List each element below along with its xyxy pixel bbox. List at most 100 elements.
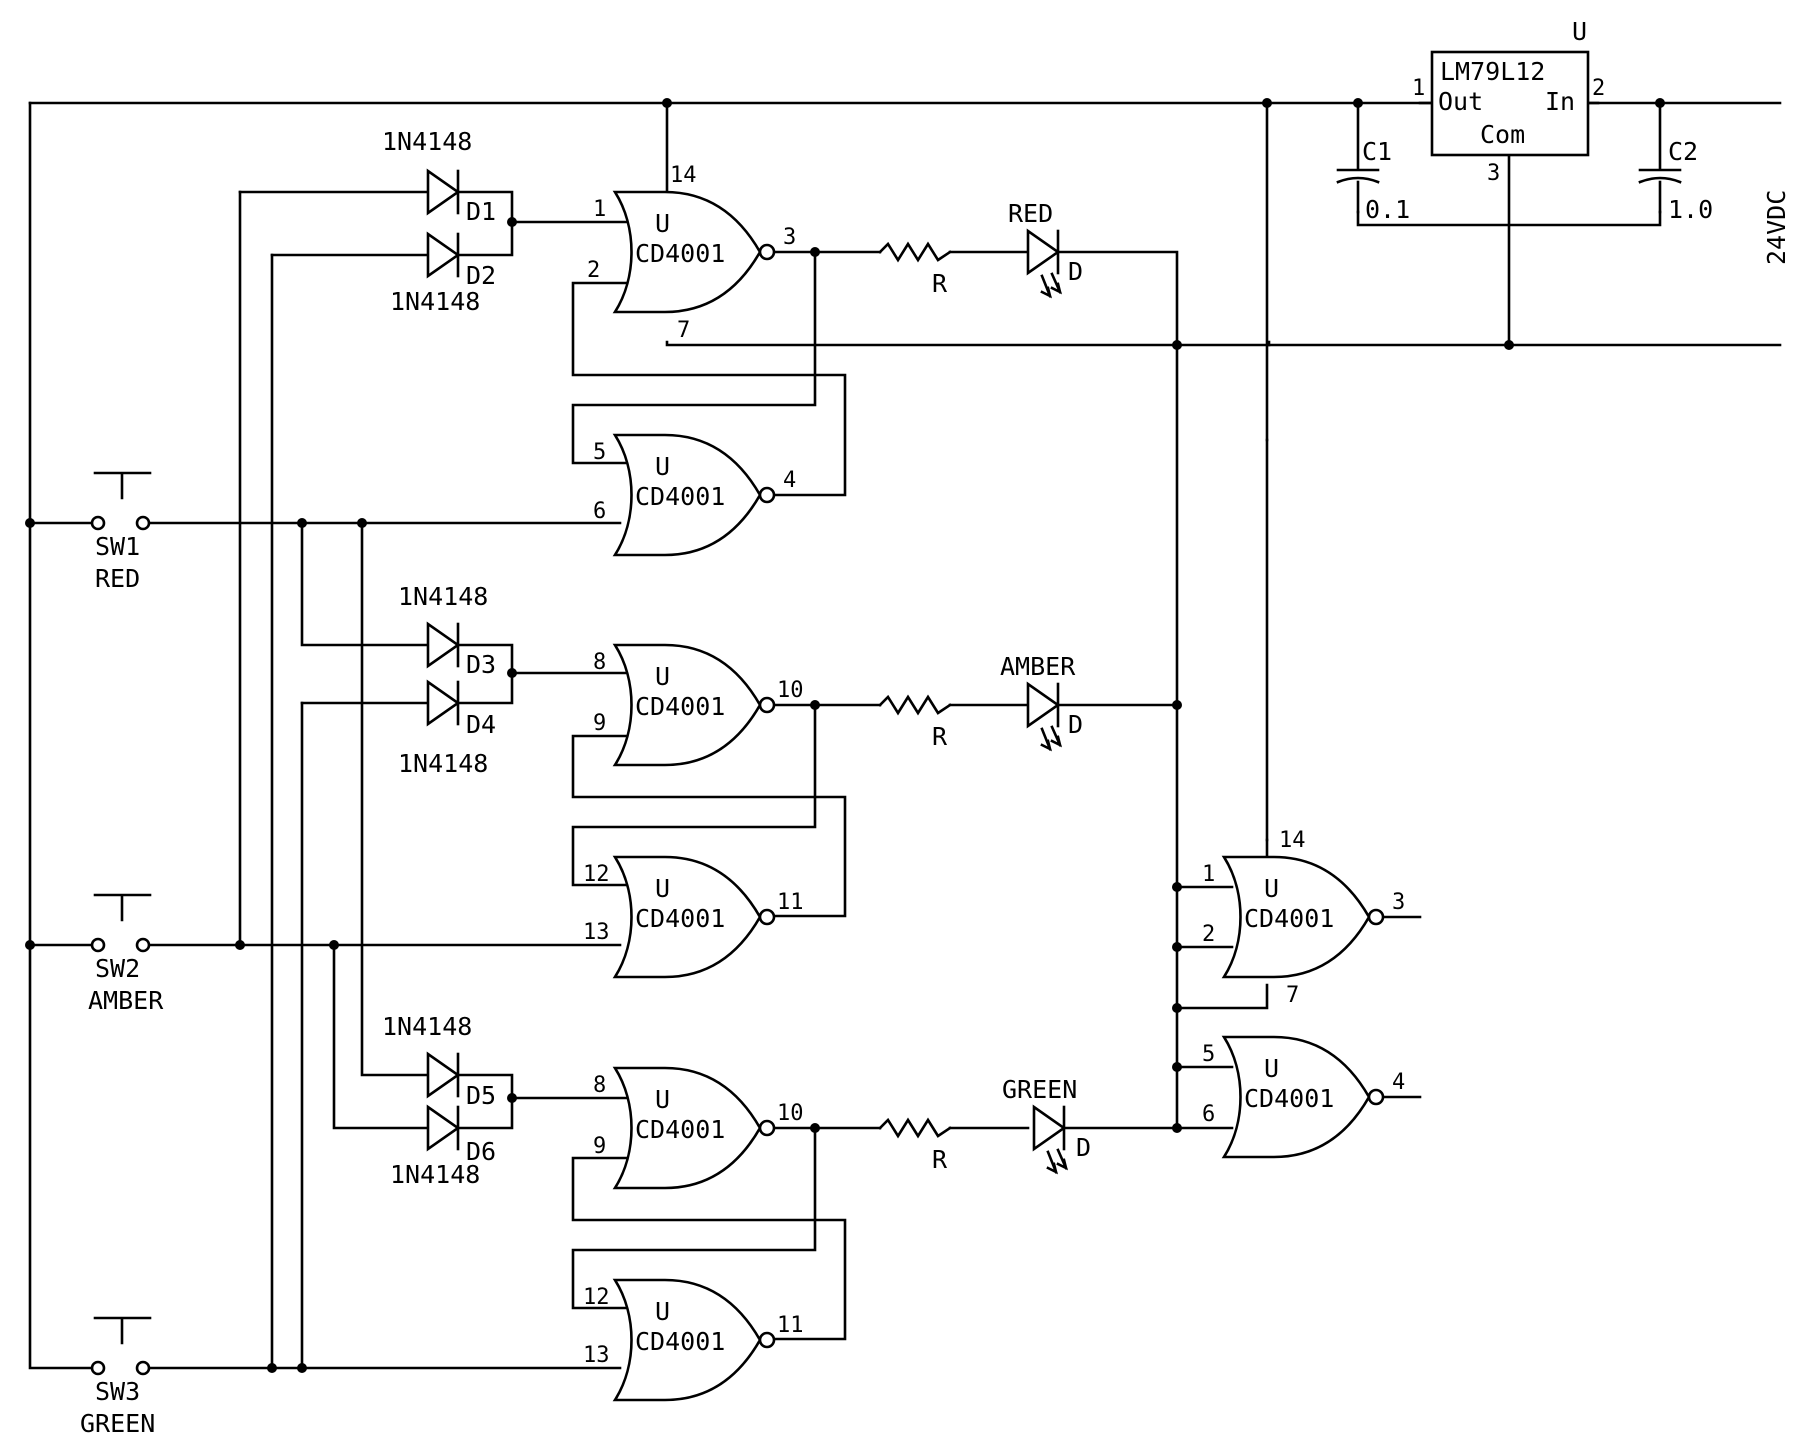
gate-part: CD4001 bbox=[635, 1115, 725, 1144]
led-red: RED D bbox=[1008, 199, 1083, 299]
junction-dot bbox=[810, 247, 820, 257]
pin-number: 3 bbox=[1487, 161, 1500, 186]
gate-part: CD4001 bbox=[635, 1327, 725, 1356]
diode-ref: D2 bbox=[466, 261, 496, 290]
nor-gate-2: U CD4001 5 6 4 bbox=[593, 433, 796, 557]
nor-gate-1: U CD4001 1 2 3 14 7 bbox=[587, 163, 796, 343]
pin-number: 7 bbox=[1286, 983, 1299, 1008]
led-green: GREEN D bbox=[1002, 1075, 1091, 1175]
pin-number: 11 bbox=[777, 890, 804, 915]
gate-part: CD4001 bbox=[635, 692, 725, 721]
pin-number: 1 bbox=[1202, 862, 1215, 887]
capacitor-value: 1.0 bbox=[1668, 195, 1713, 224]
diode-d6 bbox=[426, 1105, 460, 1151]
junction-dot bbox=[507, 1093, 517, 1103]
switch-ref: SW1 bbox=[95, 532, 140, 561]
nor-gate-8: U CD4001 5 6 4 bbox=[1202, 1035, 1405, 1159]
gate-part: CD4001 bbox=[635, 904, 725, 933]
junction-dot bbox=[507, 668, 517, 678]
regulator-part: LM79L12 bbox=[1440, 57, 1545, 86]
junction-dot bbox=[1172, 882, 1182, 892]
junction-dot bbox=[235, 940, 245, 950]
resistor-ref: R bbox=[932, 722, 948, 751]
pin-number: 5 bbox=[1202, 1042, 1215, 1067]
pin-number: 7 bbox=[677, 318, 690, 343]
resistor-ref: R bbox=[932, 1145, 948, 1174]
gate-ref: U bbox=[655, 1085, 670, 1114]
gate-ref: U bbox=[655, 662, 670, 691]
switch-label: RED bbox=[95, 564, 140, 593]
diode-d2 bbox=[426, 232, 460, 278]
junction-dot bbox=[267, 1363, 277, 1373]
gate-ref: U bbox=[1264, 874, 1279, 903]
diode-d3 bbox=[426, 622, 460, 668]
led-ref: D bbox=[1068, 257, 1083, 286]
pin-number: 6 bbox=[1202, 1102, 1215, 1127]
junction-dot bbox=[1655, 98, 1665, 108]
junction-dot bbox=[1504, 340, 1514, 350]
diode-part-label: 1N4148 bbox=[382, 127, 472, 156]
led-label: RED bbox=[1008, 199, 1053, 228]
switch-ref: SW2 bbox=[95, 954, 140, 983]
gate-part: CD4001 bbox=[635, 482, 725, 511]
junction-dots bbox=[25, 98, 1665, 1373]
pin-number: 12 bbox=[583, 1285, 610, 1310]
junction-dot bbox=[329, 940, 339, 950]
junction-dot bbox=[25, 940, 35, 950]
switch-ref: SW3 bbox=[95, 1377, 140, 1406]
junction-dot bbox=[1172, 942, 1182, 952]
capacitor-c2: C2 1.0 bbox=[1638, 137, 1713, 224]
resistor-1: R bbox=[878, 241, 952, 298]
gate-part: CD4001 bbox=[1244, 904, 1334, 933]
diode-part-label: 1N4148 bbox=[390, 1160, 480, 1189]
pin-number: 2 bbox=[587, 258, 600, 283]
junction-dot bbox=[507, 217, 517, 227]
junction-dot bbox=[1172, 700, 1182, 710]
pin-number: 1 bbox=[593, 197, 606, 222]
junction-dot bbox=[1353, 98, 1363, 108]
diode-ref: D3 bbox=[466, 650, 496, 679]
led-ref: D bbox=[1076, 1133, 1091, 1162]
diode-part-label: 1N4148 bbox=[398, 582, 488, 611]
pin-number: 5 bbox=[593, 440, 606, 465]
regulator-ref: U bbox=[1572, 17, 1587, 46]
pin-number: 9 bbox=[593, 711, 606, 736]
diode-d4 bbox=[426, 680, 460, 726]
pin-number: 2 bbox=[1202, 922, 1215, 947]
resistor-2: R bbox=[878, 694, 952, 751]
gate-ref: U bbox=[1264, 1054, 1279, 1083]
capacitor-c1: C1 0.1 bbox=[1336, 137, 1410, 224]
capacitor-value: 0.1 bbox=[1365, 195, 1410, 224]
pin-number: 11 bbox=[777, 1313, 804, 1338]
junction-dot bbox=[1172, 340, 1182, 350]
junction-dot bbox=[1172, 1062, 1182, 1072]
nor-gate-3: U CD4001 8 9 10 bbox=[593, 643, 804, 767]
diode-ref: D6 bbox=[466, 1137, 496, 1166]
pin-number: 8 bbox=[593, 1073, 606, 1098]
diode-ref: D5 bbox=[466, 1081, 496, 1110]
switch-sw2: SW2 AMBER bbox=[88, 893, 164, 1015]
led-label: AMBER bbox=[1000, 652, 1076, 681]
junction-dot bbox=[357, 518, 367, 528]
regulator-com-label: Com bbox=[1480, 120, 1525, 149]
pin-number: 1 bbox=[1412, 76, 1425, 101]
pin-number: 14 bbox=[670, 163, 697, 188]
junction-dot bbox=[297, 518, 307, 528]
regulator-out-label: Out bbox=[1438, 87, 1483, 116]
diode-d1 bbox=[426, 169, 460, 215]
voltage-regulator: LM79L12 Out In Com U 1 2 3 bbox=[1412, 17, 1605, 186]
pin-number: 13 bbox=[583, 920, 610, 945]
pin-number: 10 bbox=[777, 1101, 804, 1126]
regulator-in-label: In bbox=[1545, 87, 1575, 116]
junction-dot bbox=[1172, 1123, 1182, 1133]
pin-number: 14 bbox=[1279, 828, 1306, 853]
diode-part-label: 1N4148 bbox=[390, 287, 480, 316]
nor-gate-4: U CD4001 12 13 11 bbox=[583, 855, 804, 979]
junction-dot bbox=[1172, 1003, 1182, 1013]
junction-dot bbox=[1262, 98, 1272, 108]
gate-ref: U bbox=[655, 452, 670, 481]
capacitor-ref: C2 bbox=[1668, 137, 1698, 166]
junction-dot bbox=[810, 1123, 820, 1133]
pin-number: 6 bbox=[593, 499, 606, 524]
